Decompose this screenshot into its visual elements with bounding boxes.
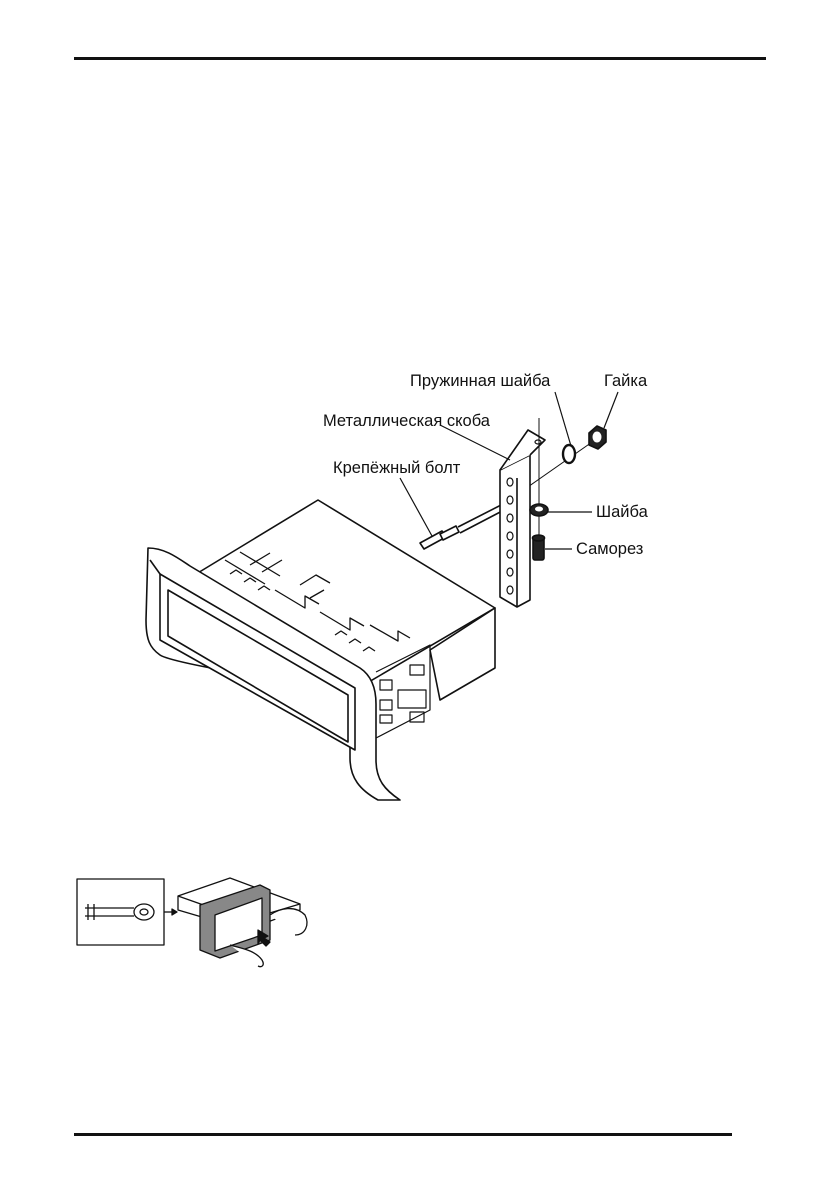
label-mounting-bolt: Крепёжный болт (333, 459, 461, 477)
label-metal-bracket: Металлическая скоба (323, 412, 490, 430)
header-rule (74, 57, 766, 60)
label-screw: Саморез (576, 540, 644, 558)
label-spring-washer: Пружинная шайба (410, 372, 551, 390)
washer-shape (529, 503, 549, 517)
label-nut: Гайка (604, 372, 648, 390)
metal-bracket-shape (499, 429, 546, 608)
spring-washer-shape (561, 443, 577, 465)
label-washer: Шайба (596, 503, 648, 521)
removal-key-icon (85, 903, 155, 921)
nut-shape (588, 425, 607, 450)
pull-arrow-icon (257, 929, 271, 947)
mounting-bolt-shape (419, 502, 507, 550)
footer-rule (74, 1133, 732, 1136)
sleeve-side (429, 607, 496, 701)
screw-shape (531, 534, 546, 561)
